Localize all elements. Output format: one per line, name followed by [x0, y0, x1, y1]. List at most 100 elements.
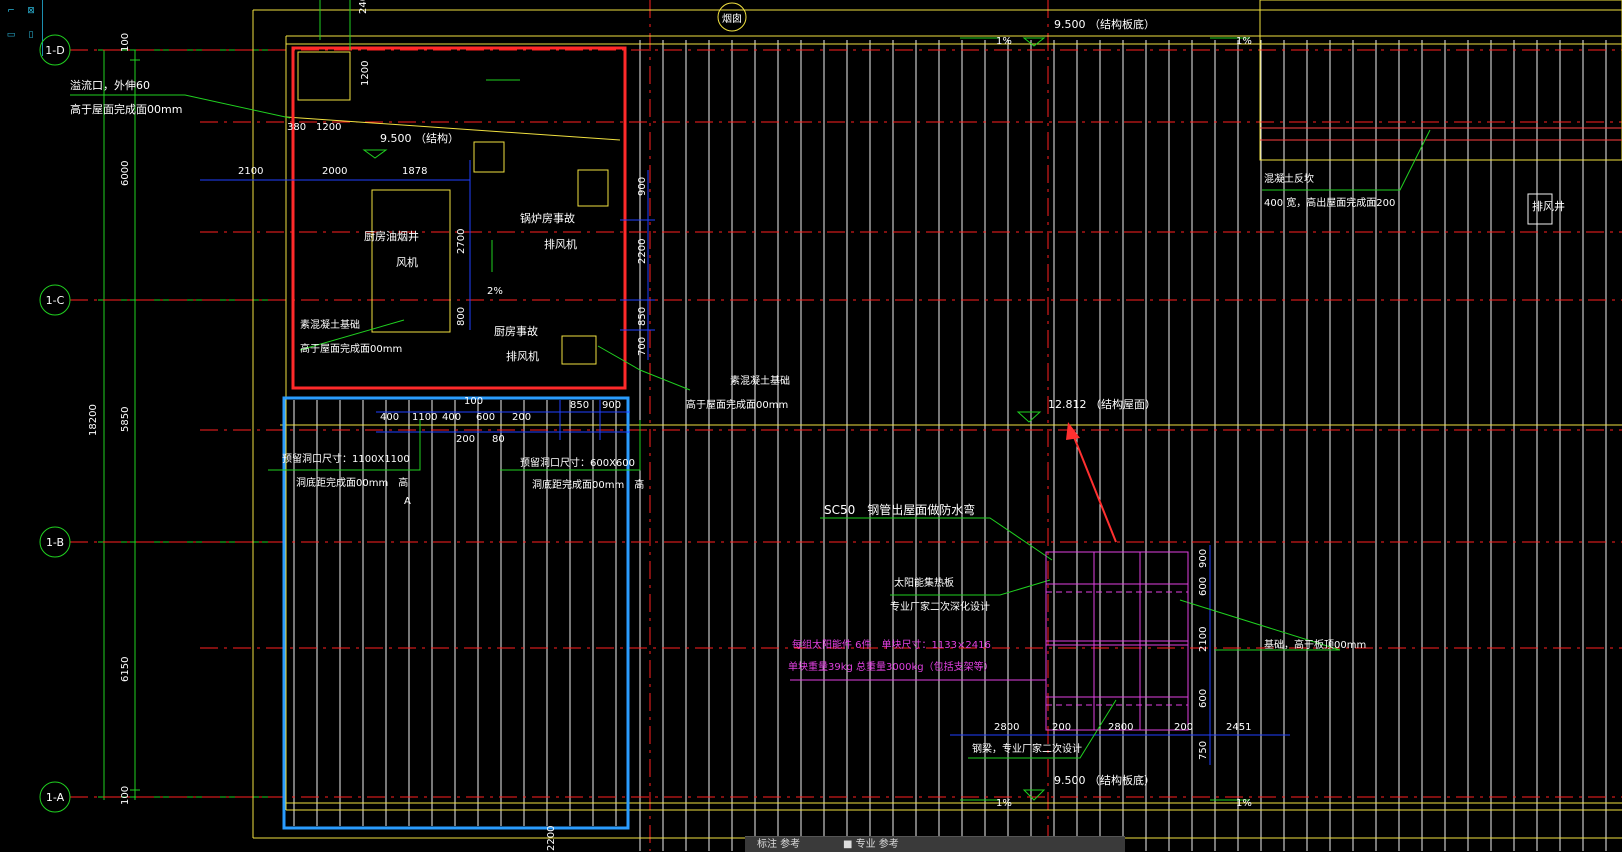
elevation-room-label: 9.500 （结构）	[380, 131, 459, 145]
axis-lines	[70, 0, 1622, 851]
room-dim-380: 380	[287, 122, 306, 133]
left-dim-2: 5850	[120, 407, 131, 432]
slope-label-5: 2%	[487, 286, 503, 297]
slope-label-4: 1%	[1236, 798, 1252, 809]
room-dim-850: 850	[637, 307, 648, 326]
room-dim-800: 800	[456, 307, 467, 326]
kitchen-emergency-label-2: 排风机	[506, 349, 539, 363]
vent-shaft-box	[1527, 193, 1553, 225]
status-item-discipline[interactable]: ■ 专业 参考	[843, 839, 899, 850]
concrete-sill-label-1: 混凝土反坎	[1264, 172, 1314, 185]
room-dim-1200-b: 1200	[360, 61, 371, 86]
room-dim-900: 900	[637, 177, 648, 196]
bottom-status-bar: 标注 参考 ■ 专业 参考	[745, 836, 1125, 852]
solar-dim-2800-b: 2800	[1108, 722, 1133, 733]
base-label-2: 高于屋面完成面00mm	[300, 342, 402, 355]
toolbar-button-2[interactable]: ⊠	[27, 6, 35, 16]
solar-label-2: 专业厂家二次深化设计	[890, 600, 990, 613]
room-dim-2000: 2000	[322, 166, 347, 177]
toolbar-button-4[interactable]: ▯	[28, 30, 34, 40]
toolbar-button-1[interactable]: ⌐	[7, 6, 15, 16]
solar-spec-label-1: 每组太阳能件 6件 单块尺寸：1133×2416	[792, 638, 991, 651]
status-item-annotation[interactable]: 标注 参考	[757, 839, 801, 850]
boiler-room-frame	[291, 46, 627, 390]
boiler-fan-label-1: 锅炉房事故	[520, 211, 575, 225]
room-dim-700: 700	[637, 337, 648, 356]
slope-label-2: 1%	[1236, 36, 1252, 47]
solar-dim-200-a: 200	[1052, 722, 1071, 733]
steel-beam-label: 钢梁，专业厂家二次设计	[972, 742, 1082, 755]
elevation-symbols	[362, 37, 1046, 801]
hole-1-label-a: 预留洞口尺寸：1100X1100	[282, 452, 410, 465]
axis-bubble	[39, 781, 71, 813]
solar-dimension-texts: 900 600 2100 600 750 2800 2800 200 200 2…	[546, 549, 1251, 851]
annotation-arrow	[1066, 422, 1117, 543]
solar-dim-600-a: 600	[1198, 577, 1209, 596]
solar-dim-2100: 2100	[1198, 627, 1209, 652]
toolbar-button-3[interactable]: ▭	[6, 30, 16, 40]
side-toolbar: ⌐ ⊠ ▭ ▯	[0, 0, 43, 56]
room-dim-2200: 2200	[637, 239, 648, 264]
hole-dim-h: 850	[570, 400, 589, 411]
chimney-label: 烟囱	[722, 12, 742, 25]
axis-bubble-label: 1-B	[46, 536, 64, 549]
hole-dim-i: 900	[602, 400, 621, 411]
overflow-label-1: 溢流口，外伸60	[70, 78, 150, 92]
left-dimension-texts: 100 6000 5850 18200 6150 100	[88, 33, 131, 805]
solar-dim-2451: 2451	[1226, 722, 1251, 733]
solar-spec-label-2: 单块重量39kg 总重量3000kg（包括支架等）	[788, 660, 994, 673]
solar-dim-600-b: 600	[1198, 689, 1209, 708]
solar-dim-2800-a: 2800	[994, 722, 1019, 733]
hole-2-label-b: 洞底距完成面00mm 高	[532, 478, 644, 491]
hole-dimension-texts: 400 1100 400 600 200 200 80 850 900 100	[380, 396, 621, 445]
hole-dim-f: 200	[456, 434, 475, 445]
base-label-1: 素混凝土基础	[300, 318, 360, 331]
concrete-sill-hatch	[1260, 127, 1622, 141]
hole-2-label-a: 预留洞口尺寸：600X600	[520, 456, 635, 469]
hole-dim-g: 80	[492, 434, 505, 445]
left-dim-3: 6150	[120, 657, 131, 682]
elevation-mid-label: 12.812 （结构屋面）	[1048, 397, 1156, 411]
kitchen-fan-label-2: 风机	[396, 255, 418, 269]
solar-dim-750: 750	[1198, 741, 1209, 760]
solar-dim-200-b: 200	[1174, 722, 1193, 733]
concrete-sill-label-2: 400 宽，高出屋面完成面200	[1264, 196, 1395, 209]
base-right-label-1: 素混凝土基础	[730, 374, 790, 387]
elevation-bottom-label: 9.500 （结构板底）	[1054, 773, 1155, 787]
marker-a-label: A	[404, 496, 411, 507]
room-dim-2700: 2700	[456, 229, 467, 254]
kitchen-fan-label-1: 厨房油烟井	[364, 229, 419, 243]
slope-label-1: 1%	[996, 36, 1012, 47]
chimney-symbol	[717, 2, 747, 32]
hole-1-label-b: 洞底距完成面00mm 高	[296, 476, 408, 489]
axis-bubbles: 1-D1-C1-B1-A	[39, 34, 71, 813]
axis-bubble	[39, 34, 71, 66]
room-dimension-lines	[200, 160, 1290, 765]
hole-dim-a: 400	[380, 412, 399, 423]
base-right-label-2: 高于屋面完成面00mm	[686, 398, 788, 411]
solar-dim-900: 900	[1198, 549, 1209, 568]
axis-bubble-label: 1-D	[45, 44, 64, 57]
axis-bubble	[39, 284, 71, 316]
overflow-label-2: 高于屋面完成面00mm	[70, 102, 182, 116]
bottom-dim-2200: 2200	[546, 826, 557, 851]
axis-bubble	[39, 526, 71, 558]
room-dimension-texts: 2100 2000 1878 1200 1200 380 240 2700 80…	[238, 0, 648, 356]
left-dim-1: 6000	[120, 161, 131, 186]
vertical-grid-lines	[293, 40, 1607, 851]
sc50-label: SC50 钢管出屋面做防水弯	[824, 502, 975, 517]
boiler-fan-label-2: 排风机	[544, 237, 577, 251]
hole-dim-d: 600	[476, 412, 495, 423]
leader-lines	[70, 0, 1431, 801]
left-dim-bottom: 100	[120, 786, 131, 805]
room-dim-240: 240	[358, 0, 369, 14]
solar-panel-group	[790, 551, 1189, 731]
room-dim-1878: 1878	[402, 166, 427, 177]
base-high-label: 基础，高于板顶00mm	[1264, 638, 1366, 651]
kitchen-emergency-label-1: 厨房事故	[494, 324, 538, 338]
slope-label-3: 1%	[996, 798, 1012, 809]
hole-dim-j: 100	[464, 396, 483, 407]
vent-shaft-label: 排风井	[1532, 199, 1565, 213]
elevation-top-label: 9.500 （结构板底）	[1054, 17, 1155, 31]
